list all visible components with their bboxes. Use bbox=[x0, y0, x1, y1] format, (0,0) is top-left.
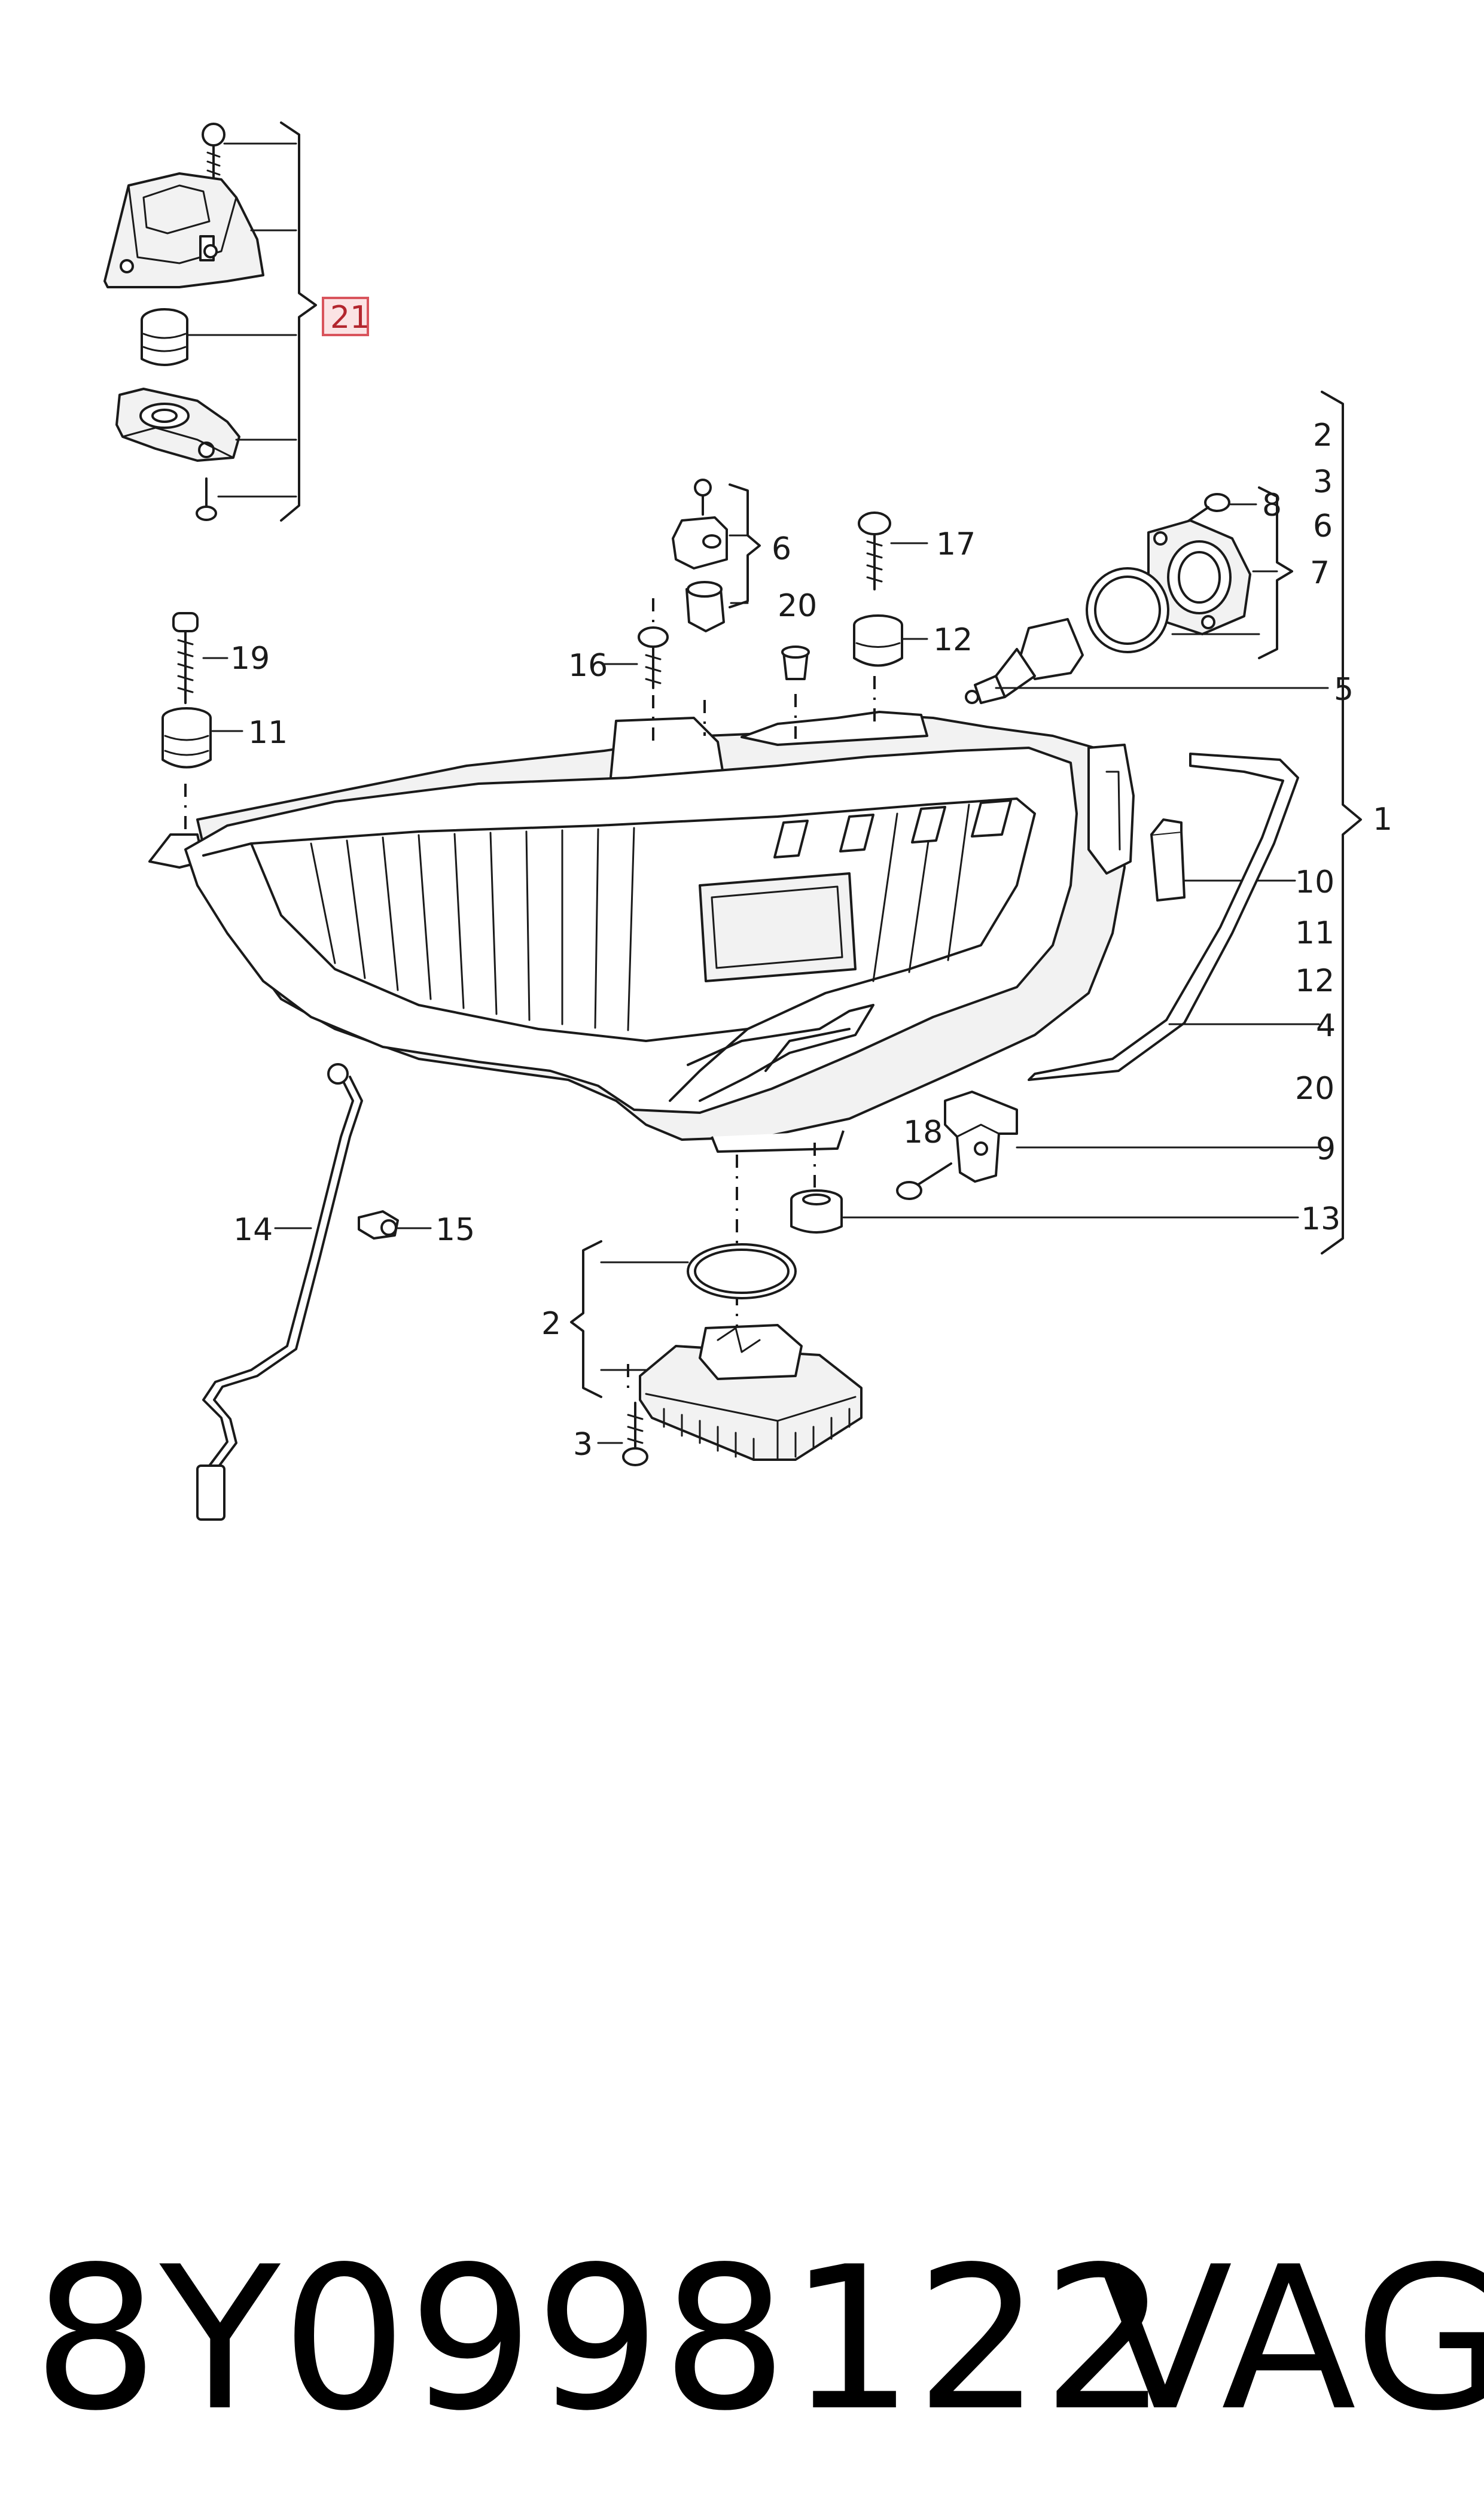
part-5-bulb: 5 bbox=[965, 618, 1354, 708]
callout-9[interactable]: 9 bbox=[1316, 1131, 1336, 1167]
part-19-screw: 19 bbox=[172, 612, 270, 704]
callout-20-list: 20 bbox=[1295, 1071, 1334, 1107]
part-3-screw: 3 bbox=[573, 1402, 648, 1466]
main-brace: 1 2 3 6 11 12 20 bbox=[1295, 391, 1392, 1255]
callout-4[interactable]: 4 bbox=[1316, 1008, 1336, 1044]
part-17-screw: 17 bbox=[858, 511, 976, 590]
callout-16[interactable]: 16 bbox=[568, 648, 608, 684]
callout-3[interactable]: 3 bbox=[573, 1427, 593, 1463]
callout-1[interactable]: 1 bbox=[1373, 802, 1392, 838]
part-6-group: 6 bbox=[672, 479, 791, 632]
callout-13[interactable]: 13 bbox=[1301, 1201, 1340, 1237]
callout-12[interactable]: 12 bbox=[933, 622, 973, 658]
kit-screw-bottom bbox=[196, 477, 217, 521]
headlight-housing bbox=[148, 711, 1135, 1153]
callout-12-list: 12 bbox=[1295, 963, 1334, 999]
part-9-bracket: 9 bbox=[944, 1091, 1336, 1183]
lens-fins bbox=[310, 803, 970, 1031]
part-11-grommet: 11 bbox=[161, 707, 288, 769]
callout-7[interactable]: 7 bbox=[1310, 555, 1330, 591]
assembly-axes bbox=[184, 598, 876, 1394]
part-7-holder: 7 bbox=[1086, 486, 1330, 659]
callout-20[interactable]: 20 bbox=[778, 588, 817, 624]
kit-lower-clip bbox=[115, 388, 240, 462]
callout-21-box bbox=[322, 297, 369, 336]
callout-11-list: 11 bbox=[1295, 915, 1334, 951]
callout-15[interactable]: 15 bbox=[435, 1212, 475, 1248]
footer: 8Y0998122 VAG bbox=[0, 2213, 1484, 2465]
part-10-connector: 10 bbox=[1150, 818, 1334, 902]
kit-grommet bbox=[141, 308, 188, 366]
part-20-cap: 20 bbox=[778, 588, 817, 680]
heatsink-fins bbox=[663, 1408, 851, 1461]
callout-6[interactable]: 6 bbox=[772, 531, 791, 567]
part-12-grommet: 12 bbox=[853, 614, 973, 667]
part-15-clip: 15 bbox=[358, 1210, 475, 1248]
part-18-screw: 18 bbox=[896, 1115, 952, 1200]
part-8-screw: 8 bbox=[1186, 488, 1282, 523]
kit-bracket-plate bbox=[103, 172, 264, 288]
callout-5[interactable]: 5 bbox=[1334, 672, 1354, 708]
callout-3-list: 3 bbox=[1313, 464, 1333, 500]
callout-18[interactable]: 18 bbox=[903, 1115, 943, 1150]
callout-6-list: 6 bbox=[1313, 509, 1333, 544]
callout-10[interactable]: 10 bbox=[1295, 864, 1334, 900]
callout-17[interactable]: 17 bbox=[936, 526, 976, 562]
callout-2[interactable]: 2 bbox=[541, 1306, 561, 1342]
brand-label: VAG bbox=[1098, 2224, 1484, 2454]
kit-screw-top bbox=[202, 123, 226, 181]
part-4-seal: 4 bbox=[1028, 753, 1336, 1081]
callout-19[interactable]: 19 bbox=[230, 641, 270, 677]
part-number: 8Y0998122 bbox=[33, 2224, 1169, 2454]
part-13-bushing: 13 bbox=[790, 1189, 1340, 1237]
part-14-cable: 14 bbox=[196, 1063, 363, 1521]
callout-11[interactable]: 11 bbox=[248, 715, 288, 751]
callout-21[interactable]: 21 bbox=[330, 300, 370, 336]
bracket-kit-21: 21 bbox=[103, 121, 370, 522]
part-16-screw: 16 bbox=[568, 626, 669, 689]
callout-2-list: 2 bbox=[1313, 418, 1333, 453]
callout-14[interactable]: 14 bbox=[233, 1212, 273, 1248]
part-2-control-unit: 2 bbox=[541, 1240, 863, 1461]
